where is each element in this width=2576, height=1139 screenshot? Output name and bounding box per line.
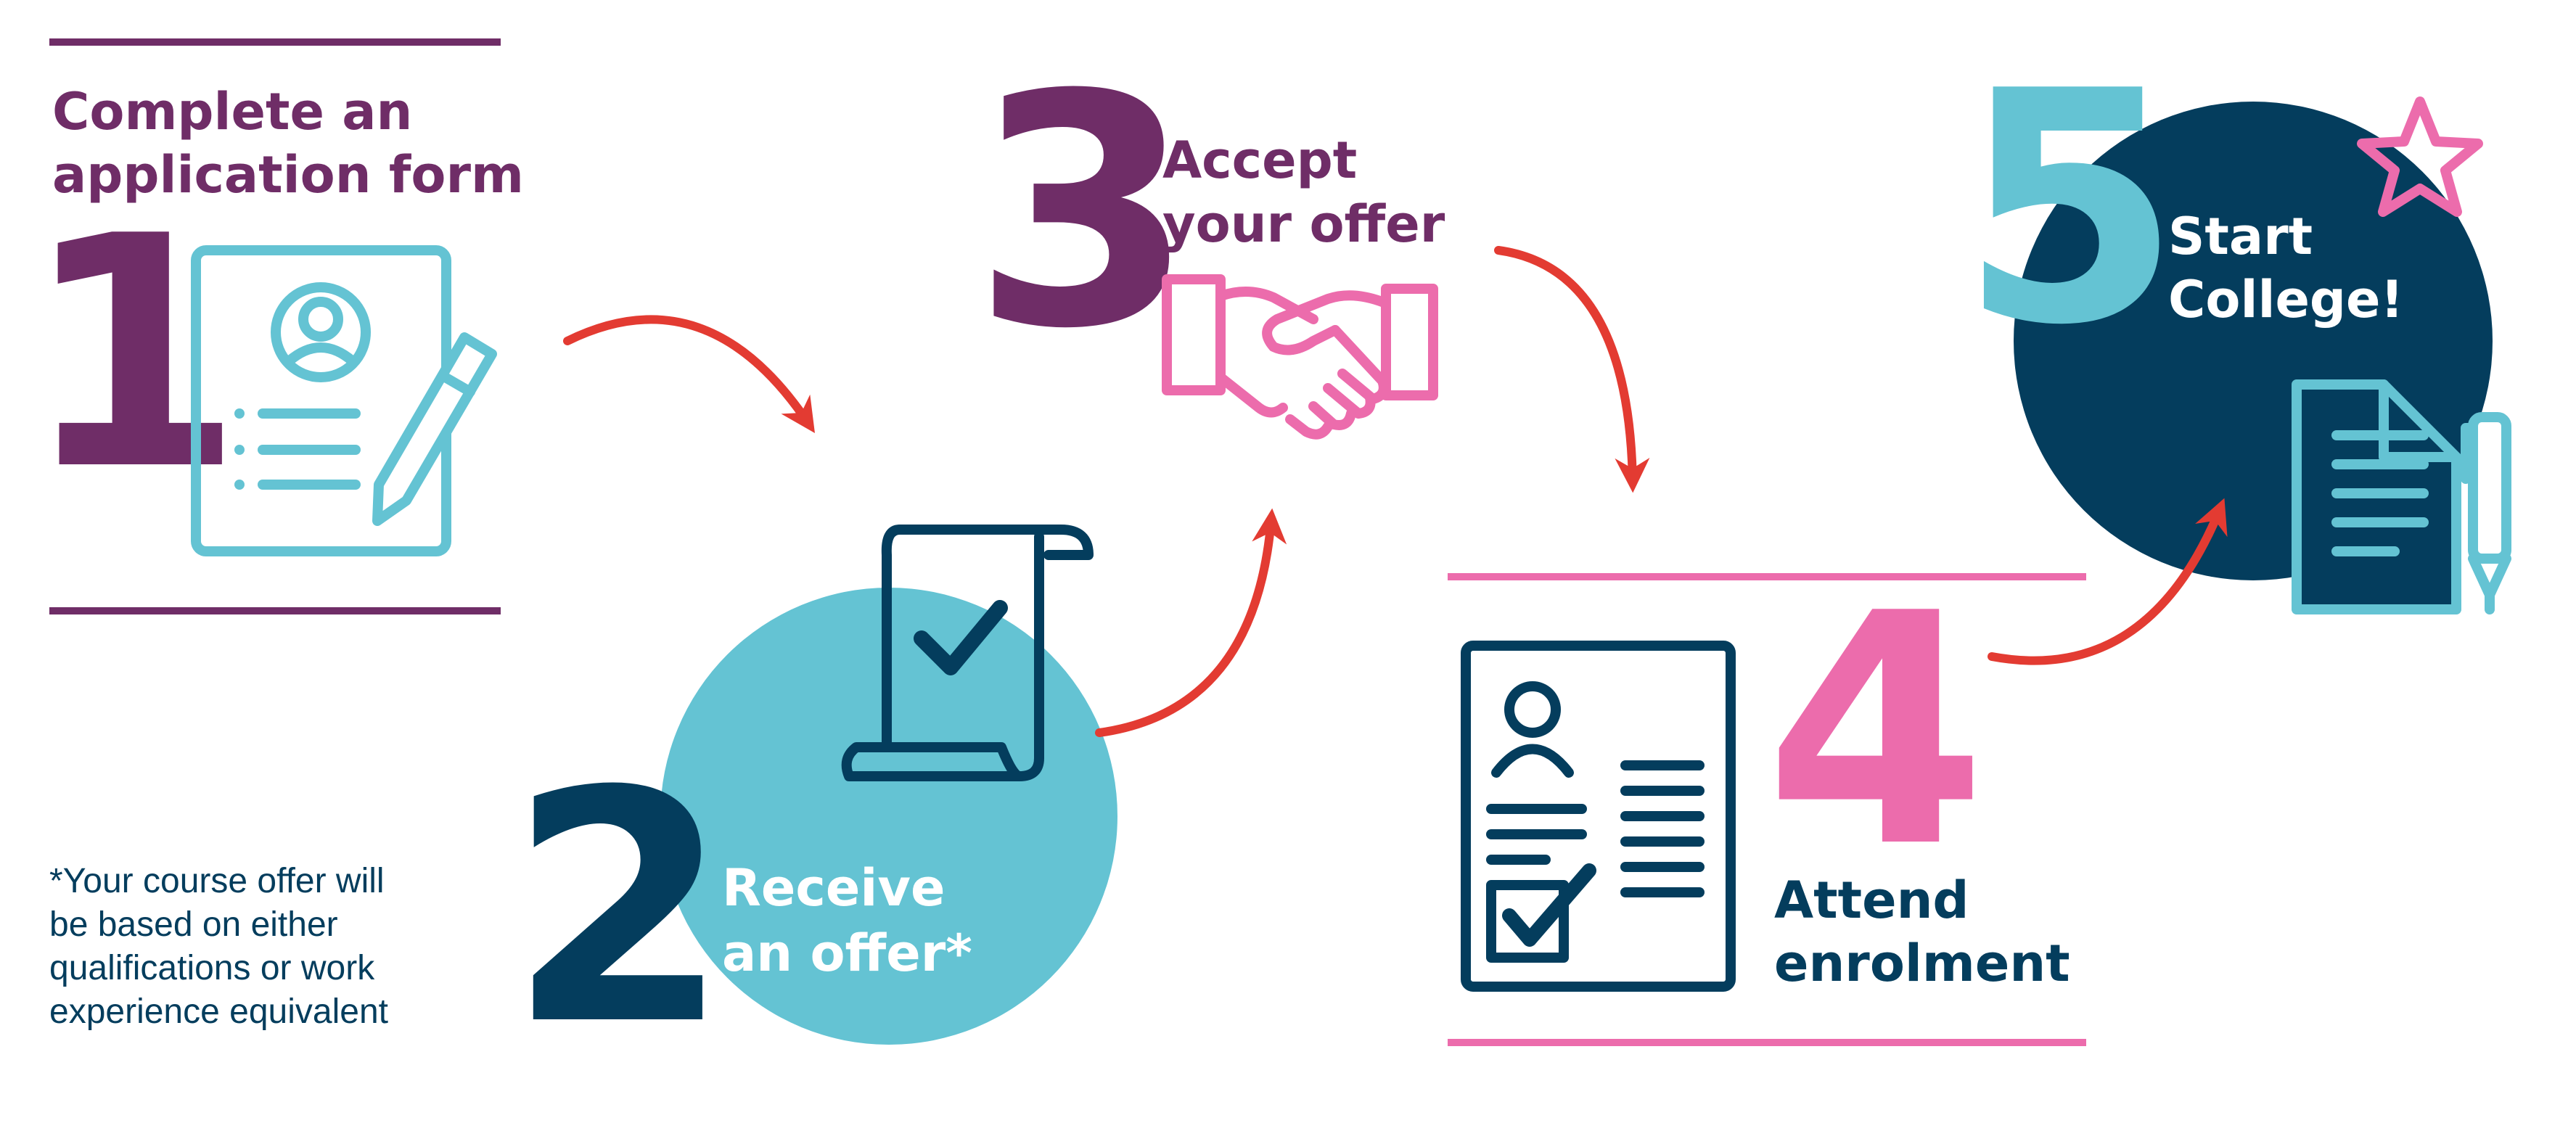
star-icon xyxy=(2357,96,2483,217)
step-3: 3 Accept your offer xyxy=(972,27,1445,440)
footnote-line-3: qualifications or work xyxy=(49,949,375,987)
step-2-label-line-2: an offer* xyxy=(722,924,972,983)
step-5-label-line-2: College! xyxy=(2168,270,2403,329)
footnote-line-2: be based on either xyxy=(49,905,338,944)
step-1-number: 1 xyxy=(22,168,244,540)
footnote-line-4: experience equivalent xyxy=(49,992,388,1031)
step-5-label-line-1: Start xyxy=(2168,207,2313,266)
footnote-line-1: *Your course offer will xyxy=(49,862,385,900)
step-3-number: 3 xyxy=(972,27,1194,398)
step-2: 2 Receive an offer* xyxy=(508,525,1094,1095)
scroll-check-icon xyxy=(841,525,1094,781)
step-3-label-line-2: your offer xyxy=(1162,194,1445,254)
step-3-label-line-1: Accept xyxy=(1162,131,1357,190)
application-form-pencil-icon xyxy=(191,245,497,556)
step-arrows xyxy=(563,246,2228,737)
step-3-label: Accept your offer xyxy=(1162,131,1445,254)
step-4-label-line-2: enrolment xyxy=(1774,934,2070,993)
step-4-label-line-1: Attend xyxy=(1774,871,1969,930)
step-4-label: Attend enrolment xyxy=(1774,871,2070,993)
arrow-2-to-3 xyxy=(1095,508,1287,737)
step-5-number: 5 xyxy=(1959,23,2181,395)
handshake-icon xyxy=(1162,274,1438,440)
document-pen-icon xyxy=(2292,379,2511,614)
step-1: Complete an application form 1 xyxy=(22,38,524,614)
enrolment-form-icon xyxy=(1461,641,1736,992)
arrow-3-to-4 xyxy=(1494,246,1650,493)
step-5: 5 Start College! xyxy=(1959,23,2511,614)
step-2-number: 2 xyxy=(508,723,730,1095)
step-1-label: Complete an application form xyxy=(52,82,524,205)
step-2-circle xyxy=(660,588,1117,1045)
arrow-4-to-5 xyxy=(1988,498,2228,665)
step-5-label: Start College! xyxy=(2168,207,2403,329)
step-1-label-line-2: application form xyxy=(52,145,524,205)
step-4-number: 4 xyxy=(1765,546,1987,917)
step-4: 4 Attend enrolment xyxy=(1448,546,2086,1046)
step-2-label: Receive an offer* xyxy=(722,858,972,983)
step-2-label-line-1: Receive xyxy=(722,858,945,918)
arrow-1-to-2 xyxy=(563,315,815,433)
footnote: *Your course offer will be based on eith… xyxy=(49,862,394,1031)
step-1-label-line-1: Complete an xyxy=(52,82,412,141)
